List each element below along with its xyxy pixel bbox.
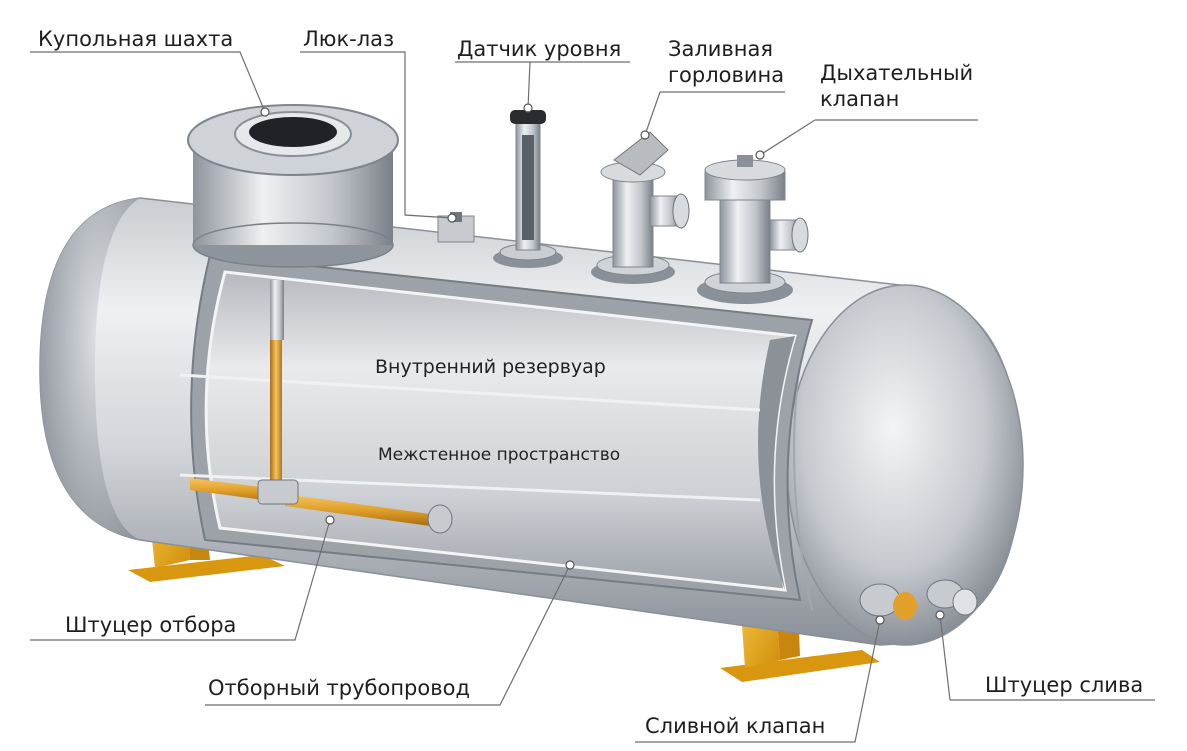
leader-dots bbox=[260, 103, 945, 625]
drain-fittings bbox=[859, 579, 978, 620]
level-sensor bbox=[493, 110, 563, 268]
label-interwall-space: Межстенное пространство bbox=[378, 445, 621, 465]
label-intake-pipeline: Отборный трубопровод bbox=[208, 676, 470, 700]
intake-pipeline bbox=[190, 280, 453, 534]
label-filler-neck: Заливная горловина bbox=[668, 37, 785, 87]
left-end-cap bbox=[40, 198, 140, 540]
label-breather-valve: Дыхательный клапан bbox=[820, 61, 974, 111]
label-level-sensor: Датчик уровня bbox=[457, 37, 622, 61]
label-drain-fitting: Штуцер слива bbox=[985, 673, 1144, 697]
right-end-cap bbox=[786, 284, 1024, 646]
label-inner-tank: Внутренний резервуар bbox=[375, 356, 606, 378]
breather-valve bbox=[697, 155, 809, 304]
label-manhole: Люк-лаз bbox=[303, 27, 395, 51]
leader-lines bbox=[30, 51, 1155, 743]
dome-shaft bbox=[187, 104, 399, 268]
label-dome-shaft: Купольная шахта bbox=[38, 27, 234, 51]
filler-neck bbox=[591, 131, 690, 284]
label-drain-valve: Сливной клапан bbox=[645, 714, 826, 738]
label-intake-fitting: Штуцер отбора bbox=[65, 613, 237, 637]
manhole bbox=[437, 212, 475, 243]
